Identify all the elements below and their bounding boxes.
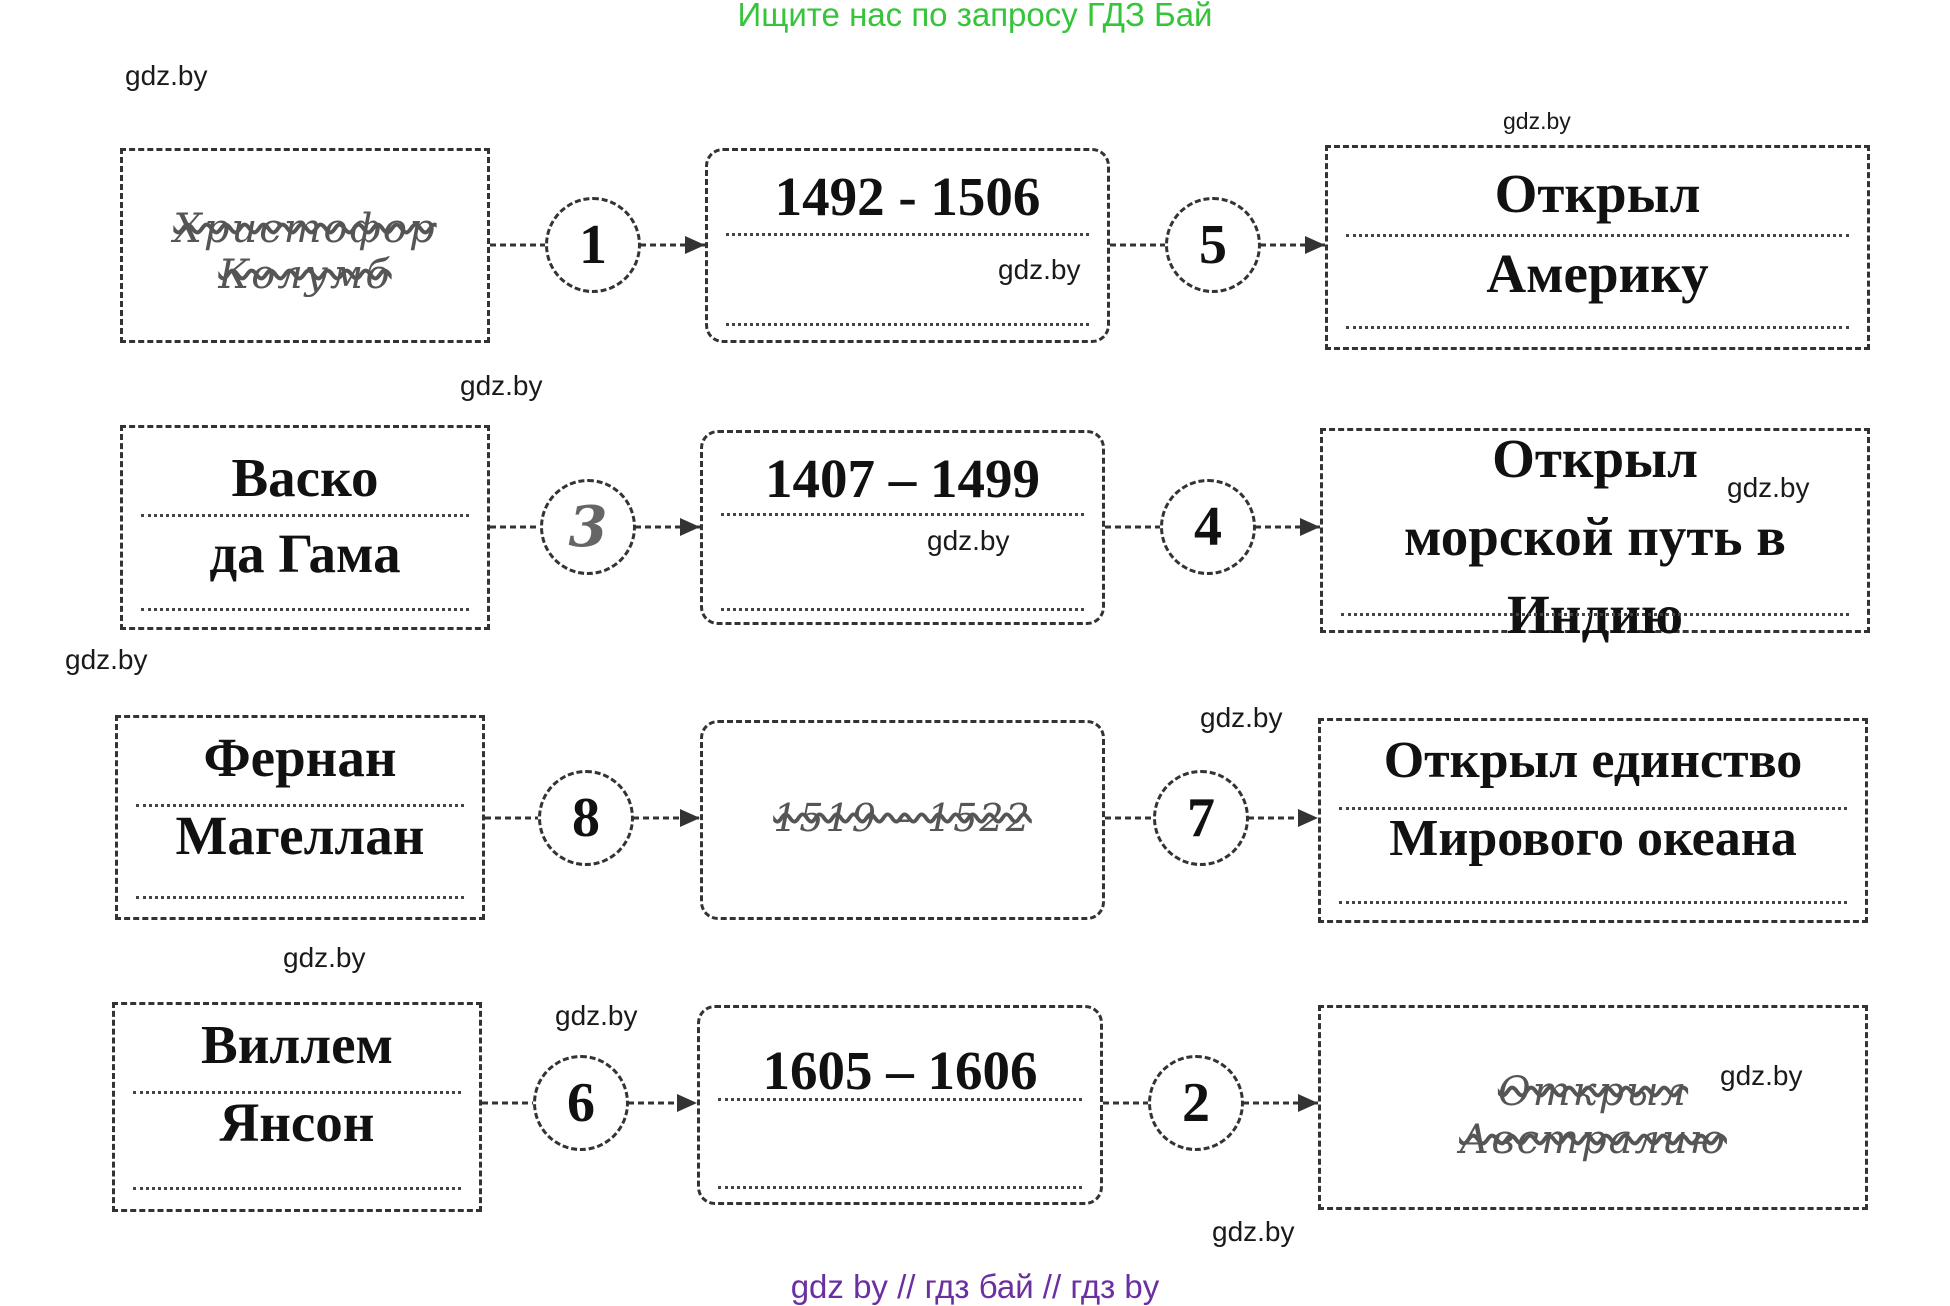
watermark: gdz.by	[283, 942, 366, 973]
result-box-1: Открыл Америку	[1325, 145, 1870, 350]
watermark: gdz.by	[1727, 472, 1810, 503]
dates-text: 1407 – 1499	[765, 448, 1040, 509]
promo-header: Ищите нас по запросу ГДЗ Бай	[737, 0, 1213, 33]
result-line: Мирового океана	[1389, 810, 1797, 867]
person-line: да Гама	[209, 523, 401, 584]
person-box-4: Виллем Янсон	[112, 1002, 482, 1212]
person-line: Фернан	[203, 727, 397, 788]
number-circle: 1	[545, 197, 641, 293]
dates-text: 1605 – 1606	[762, 1040, 1038, 1101]
person-line: Васко	[231, 447, 379, 508]
person-line: Виллем	[201, 1014, 393, 1075]
watermark: gdz.by	[1503, 108, 1571, 134]
footer-sites: gdz by // гдз бай // гдз by	[790, 1268, 1160, 1305]
result-box-3: Открыл единство Мирового океана	[1318, 718, 1868, 923]
result-line: Открыл	[1492, 428, 1698, 489]
watermark: gdz.by	[460, 370, 543, 401]
person-box-2: Васко да Гама	[120, 425, 490, 630]
watermark: gdz.by	[555, 1000, 638, 1031]
dates-box-3: 1519 – 1522	[700, 720, 1105, 920]
number-circle: 5	[1165, 197, 1261, 293]
number-circle: 4	[1160, 479, 1256, 575]
result-line: Открыл единство	[1383, 732, 1803, 789]
watermark: gdz.by	[998, 254, 1081, 285]
dates-handwritten: 1519 – 1522	[773, 796, 1032, 840]
dates-box-2: 1407 – 1499	[700, 430, 1105, 625]
watermark: gdz.by	[1200, 702, 1283, 733]
result-box-2: Открыл морской путь в Индию	[1320, 428, 1870, 645]
dates-box-4: 1605 – 1606	[697, 1005, 1103, 1205]
watermark: gdz.by	[65, 644, 148, 675]
dates-text: 1492 - 1506	[774, 166, 1041, 227]
result-line: Америку	[1486, 243, 1709, 304]
watermark: gdz.by	[927, 525, 1010, 556]
number-circle: 6	[533, 1055, 629, 1151]
number-circle: 8	[538, 770, 634, 866]
person-line: Янсон	[219, 1092, 375, 1153]
watermark: gdz.by	[125, 60, 208, 91]
number-circle-handwritten: 3	[540, 479, 636, 575]
result-line: морской путь в	[1404, 506, 1786, 567]
watermark: gdz.by	[1212, 1216, 1295, 1247]
number-circle: 7	[1153, 770, 1249, 866]
result-line: Открыл	[1494, 163, 1701, 224]
number-circle: 2	[1148, 1055, 1244, 1151]
person-box-3: Фернан Магеллан	[115, 715, 485, 920]
watermark: gdz.by	[1720, 1060, 1803, 1091]
dates-box-1: 1492 - 1506	[705, 148, 1110, 343]
person-line: Магеллан	[175, 805, 425, 866]
